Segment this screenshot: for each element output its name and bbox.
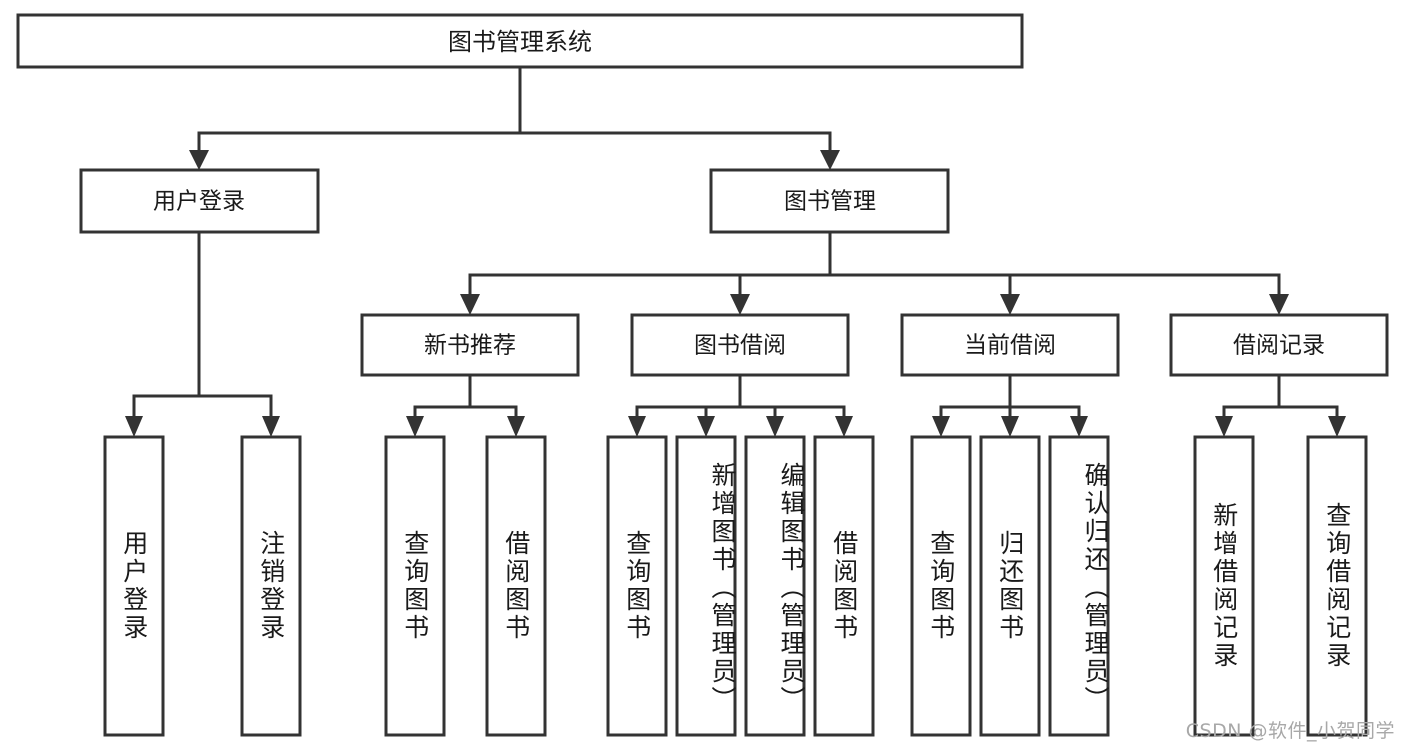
csdn-watermark: CSDN @软件_小贺同学 [1185, 720, 1395, 742]
node-user-login[interactable]: 用户登录 [79, 168, 320, 234]
arrowhead-borrow-leaf-2 [697, 416, 715, 437]
arrowhead-record [1269, 294, 1289, 315]
arrowhead-record-leaf-1 [1215, 416, 1233, 437]
leaf-node-bb-borrow-book[interactable] [813, 435, 875, 737]
leaf-node-user-login[interactable] [103, 435, 165, 737]
node-new-book-recommend-label: 新书推荐 [424, 333, 516, 359]
leaf-node-bb-query-book[interactable] [606, 435, 668, 737]
leaf-node-bb-edit-book-admin[interactable] [744, 435, 806, 737]
arrowhead-book-mgmt [820, 150, 840, 170]
leaf-node-nb-borrow-book[interactable] [485, 435, 547, 737]
arrowhead-current-leaf-1 [932, 416, 950, 437]
node-current-borrow-label: 当前借阅 [964, 333, 1056, 359]
arrowhead-current-leaf-3 [1070, 416, 1088, 437]
arrowhead-record-leaf-2 [1328, 416, 1346, 437]
node-user-login-label: 用户登录 [153, 189, 245, 215]
arrowhead-leaf-logout [262, 416, 280, 437]
arrowhead-borrow [730, 294, 750, 315]
leaf-node-nb-query-book[interactable] [384, 435, 446, 737]
node-book-borrow-label: 图书借阅 [694, 333, 786, 359]
node-book-management-label: 图书管理 [784, 189, 876, 215]
node-borrow-record-label: 借阅记录 [1233, 333, 1325, 359]
node-borrow-record[interactable]: 借阅记录 [1169, 313, 1389, 377]
leaf-node-logout[interactable] [240, 435, 302, 737]
node-book-borrow[interactable]: 图书借阅 [630, 313, 850, 377]
node-current-borrow[interactable]: 当前借阅 [900, 313, 1120, 377]
arrowhead-borrow-leaf-3 [766, 416, 784, 437]
arrowhead-current [1000, 294, 1020, 315]
arrowhead-borrow-leaf-1 [628, 416, 646, 437]
leaf-node-br-add-record[interactable] [1193, 435, 1255, 737]
leaf-node-cb-confirm-return-admin[interactable] [1048, 435, 1110, 737]
arrowhead-newbook [460, 294, 480, 315]
node-root-system[interactable]: 图书管理系统 [16, 13, 1024, 69]
node-root-system-label: 图书管理系统 [448, 28, 592, 56]
arrowhead-newbook-leaf-2 [507, 416, 525, 437]
arrowhead-borrow-leaf-4 [835, 416, 853, 437]
node-new-book-recommend[interactable]: 新书推荐 [360, 313, 580, 377]
nodes-layer: 图书管理系统 用户登录 图书管理 新书推荐 图书借阅 [16, 13, 1389, 737]
arrowhead-current-leaf-2 [1001, 416, 1019, 437]
leaf-node-cb-query-book[interactable] [910, 435, 972, 737]
arrowhead-newbook-leaf-1 [406, 416, 424, 437]
leaf-node-bb-add-book-admin[interactable] [675, 435, 737, 737]
node-book-management[interactable]: 图书管理 [709, 168, 950, 234]
arrowhead-user-login [189, 150, 209, 170]
edges-layer [125, 65, 1346, 437]
leaf-node-br-query-record[interactable] [1306, 435, 1368, 737]
arrowhead-leaf-user-login [125, 416, 143, 437]
leaf-node-cb-return-book[interactable] [979, 435, 1041, 737]
